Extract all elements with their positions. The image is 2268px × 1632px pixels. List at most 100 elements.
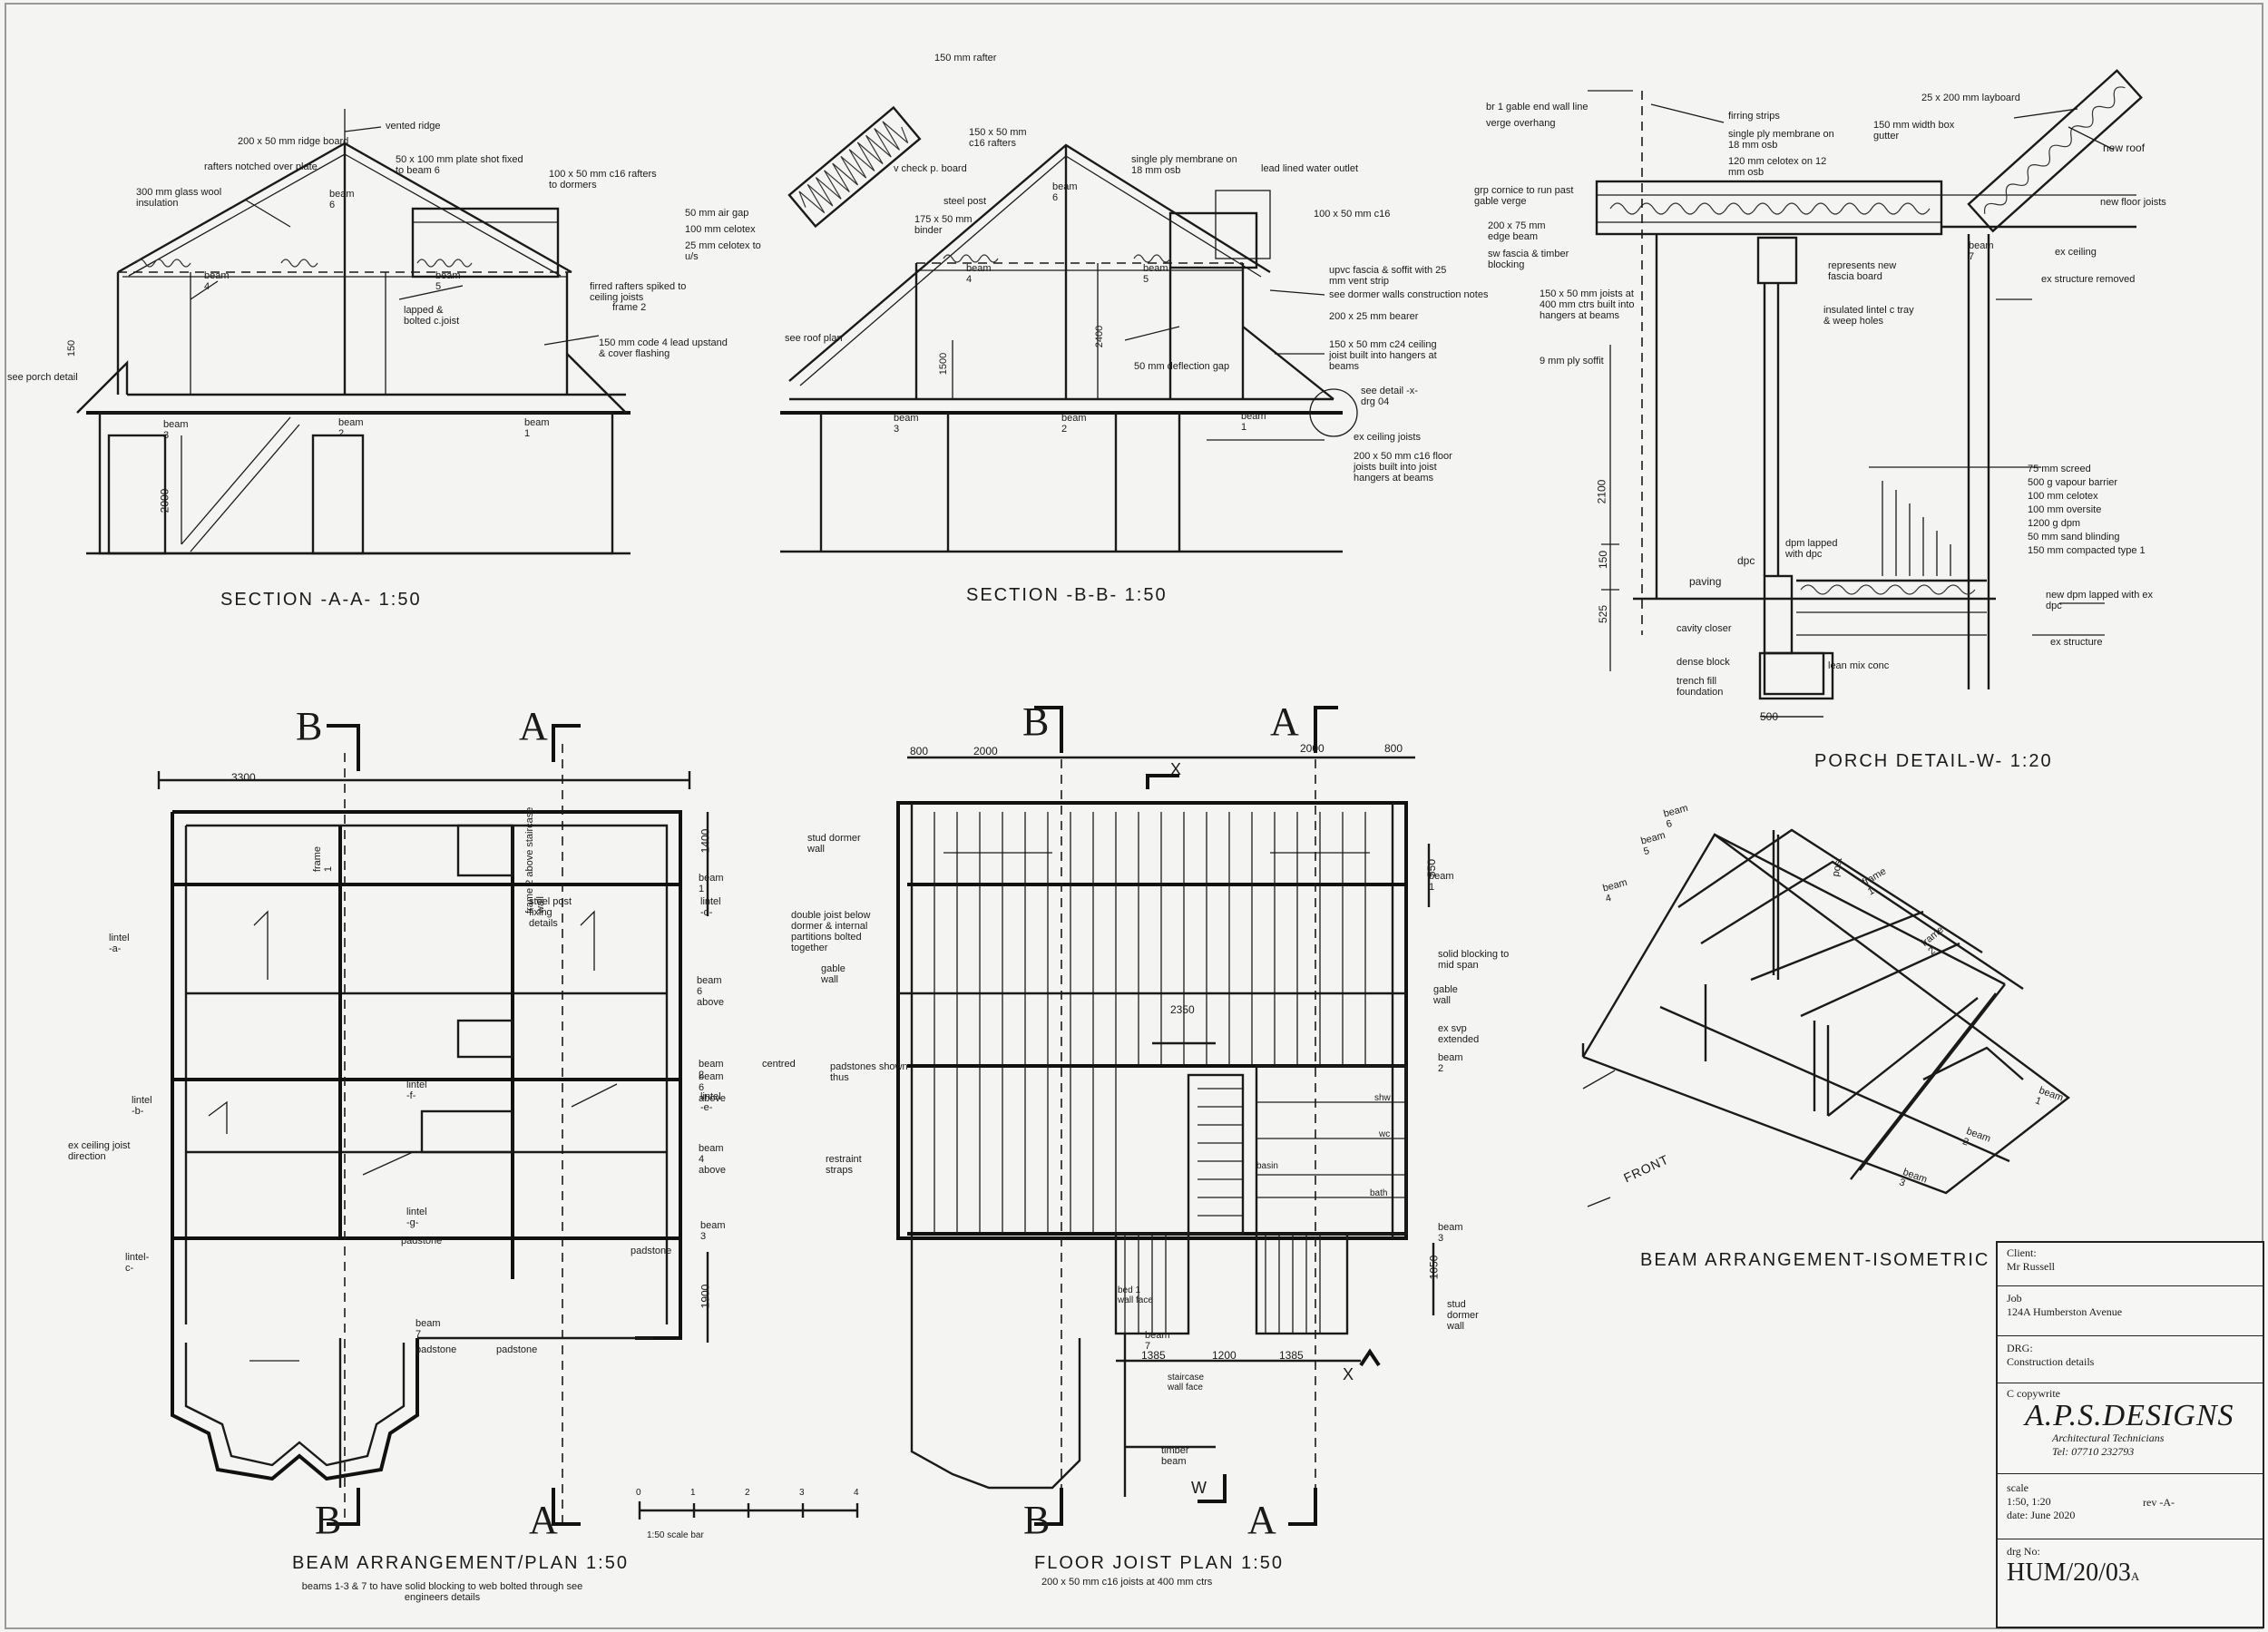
floor-dim: 2350 bbox=[1170, 1003, 1195, 1016]
scale-tick: 4 bbox=[854, 1488, 859, 1498]
porch-dim: 500 bbox=[1760, 710, 1779, 723]
beam-label: beam 4 bbox=[204, 270, 230, 292]
section-bb-note: v check p. board bbox=[894, 163, 967, 174]
tb-client: Client: Mr Russell bbox=[1998, 1243, 2263, 1286]
section-bb-title: SECTION -B-B- 1:50 bbox=[966, 585, 1168, 605]
section-aa-note: 300 mm glass wool insulation bbox=[136, 187, 222, 209]
tb-drg: DRG: Construction details bbox=[1998, 1336, 2263, 1383]
section-marker: B bbox=[315, 1498, 342, 1542]
tb-copyright: C copywrite bbox=[2007, 1387, 2060, 1400]
floor-label: timber beam bbox=[1161, 1445, 1189, 1467]
floor-label: beam 2 bbox=[1438, 1052, 1463, 1074]
section-marker: A bbox=[529, 1498, 558, 1542]
plan-label: lintel-c- bbox=[125, 1252, 150, 1274]
title-block: Client: Mr Russell Job 124A Humberston A… bbox=[1996, 1241, 2264, 1628]
beam-plan-subtitle: beams 1-3 & 7 to have solid blocking to … bbox=[301, 1581, 583, 1603]
plan-label: padstone bbox=[415, 1344, 457, 1355]
porch-detail-drawing bbox=[1588, 69, 2143, 718]
plan-label: padstone bbox=[631, 1246, 672, 1256]
plan-label: beam 6 above bbox=[697, 975, 724, 1008]
section-aa-drawing bbox=[76, 109, 631, 555]
floor-buildup-item: 500 g vapour barrier bbox=[2028, 477, 2118, 488]
tb-scale-label: scale bbox=[2007, 1481, 2028, 1494]
plan-label: lintel -a- bbox=[109, 933, 130, 954]
tb-firm: C copywrite A.P.S.DESIGNS Architectural … bbox=[1998, 1383, 2263, 1474]
porch-dim: 525 bbox=[1597, 604, 1610, 624]
section-bb-note: see dormer walls construction notes bbox=[1329, 289, 1489, 300]
beam-label: beam 2 bbox=[1061, 413, 1087, 435]
floor-label: double joist below dormer & internal par… bbox=[791, 910, 871, 953]
section-bb-note: 200 x 25 mm bearer bbox=[1329, 311, 1419, 322]
section-aa-dim: 2000 bbox=[158, 488, 171, 513]
tb-scale: scale 1:50, 1:20 date: June 2020 rev -A- bbox=[1998, 1474, 2263, 1539]
tb-job-value: 124A Humberston Avenue bbox=[2007, 1305, 2123, 1318]
tb-client-value: Mr Russell bbox=[2007, 1260, 2056, 1273]
section-aa-note: frame 2 bbox=[612, 302, 647, 313]
plan-label: frame 1 bbox=[312, 845, 335, 873]
plan-label: beam 6 above bbox=[699, 1071, 726, 1104]
porch-note: 150 x 50 mm joists at 400 mm ctrs built … bbox=[1540, 288, 1635, 321]
beam-label: beam 5 bbox=[435, 270, 461, 292]
porch-note: insulated lintel c tray & weep holes bbox=[1823, 305, 1914, 327]
floor-dim: 800 bbox=[1384, 742, 1403, 755]
porch-note: grp cornice to run past gable verge bbox=[1474, 185, 1574, 207]
floor-label: gable wall bbox=[1433, 984, 1458, 1006]
floor-label: basin bbox=[1256, 1161, 1278, 1171]
plan-label: ex ceiling joist direction bbox=[68, 1140, 131, 1162]
tb-drg-no-rev: A bbox=[2130, 1569, 2140, 1583]
section-bb-note: 50 mm deflection gap bbox=[1134, 361, 1230, 372]
floor-plan-title: FLOOR JOIST PLAN 1:50 bbox=[1034, 1553, 1285, 1573]
scale-bar-label: 1:50 scale bar bbox=[647, 1530, 704, 1540]
plan-label: steel post fixing details bbox=[529, 896, 572, 929]
section-bb-note: 175 x 50 mm binder bbox=[914, 214, 973, 236]
floor-label: beam 3 bbox=[1438, 1222, 1463, 1244]
plan-label: centred bbox=[762, 1059, 796, 1070]
floor-buildup-item: 100 mm celotex bbox=[2028, 491, 2098, 502]
floor-label: bath bbox=[1370, 1188, 1388, 1198]
section-aa-note: see porch detail bbox=[7, 372, 78, 383]
section-marker: A bbox=[519, 704, 548, 748]
floor-buildup-item: 100 mm oversite bbox=[2028, 504, 2102, 515]
section-bb-note: upvc fascia & soffit with 25 mm vent str… bbox=[1329, 265, 1447, 287]
section-bb-note: 150 x 50 mm c16 rafters bbox=[969, 127, 1027, 149]
tb-drg-label: DRG: bbox=[2007, 1342, 2033, 1354]
beam-label: beam 4 bbox=[966, 263, 992, 285]
scale-tick: 3 bbox=[799, 1488, 805, 1498]
plan-label: beam 2 bbox=[699, 1059, 724, 1080]
floor-buildup-item: 75 mm screed bbox=[2028, 464, 2091, 474]
tb-scale-value: 1:50, 1:20 bbox=[2007, 1495, 2051, 1508]
section-bb-note: steel post bbox=[943, 196, 987, 207]
floor-label: solid blocking to mid span bbox=[1438, 949, 1510, 971]
beam-plan-title: BEAM ARRANGEMENT/PLAN 1:50 bbox=[292, 1553, 629, 1573]
section-marker-x: X bbox=[1170, 760, 1182, 778]
tb-job: Job 124A Humberston Avenue bbox=[1998, 1286, 2263, 1336]
floor-label: stud dormer wall bbox=[1447, 1299, 1479, 1332]
floor-dim: 2000 bbox=[1300, 742, 1325, 755]
section-aa-dim: 150 bbox=[66, 339, 78, 357]
tb-rev: rev -A- bbox=[2143, 1496, 2175, 1509]
floor-label: wc bbox=[1379, 1129, 1391, 1139]
section-bb-note: single ply membrane on 18 mm osb bbox=[1131, 154, 1237, 176]
section-bb-note: lead lined water outlet bbox=[1261, 163, 1359, 174]
beam-label: beam 3 bbox=[894, 413, 919, 435]
tb-drg-no: drg No: HUM/20/03A bbox=[1998, 1539, 2263, 1628]
floor-buildup-item: 50 mm sand blinding bbox=[2028, 532, 2120, 542]
floor-label: staircase wall face bbox=[1168, 1373, 1205, 1393]
section-bb-note: 100 x 50 mm c16 bbox=[1314, 209, 1391, 220]
porch-title: PORCH DETAIL-W- 1:20 bbox=[1814, 751, 2053, 771]
section-bb-note: 100 mm celotex bbox=[685, 224, 756, 235]
section-aa-note: vented ridge bbox=[386, 121, 441, 132]
tb-job-label: Job bbox=[2007, 1292, 2022, 1305]
section-marker: B bbox=[296, 704, 323, 748]
porch-note: sw fascia & timber blocking bbox=[1488, 249, 1569, 270]
porch-note: 120 mm celotex on 12 mm osb bbox=[1728, 156, 1827, 178]
section-bb-note: ex ceiling joists bbox=[1354, 432, 1421, 443]
section-bb-note: 25 mm celotex to u/s bbox=[685, 240, 761, 262]
section-bb-note: see roof plan bbox=[785, 333, 843, 344]
floor-label: beam 7 bbox=[1145, 1330, 1170, 1352]
plan-dim: 1900 bbox=[699, 1284, 712, 1309]
beam-label: beam 1 bbox=[1241, 411, 1266, 433]
floor-label: padstones shown thus bbox=[830, 1061, 908, 1083]
section-marker: B bbox=[1023, 1498, 1051, 1542]
